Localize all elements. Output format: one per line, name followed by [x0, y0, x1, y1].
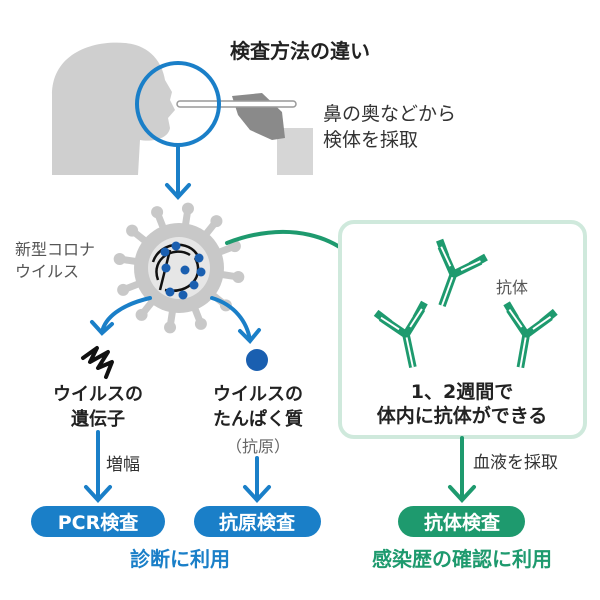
protein-dot-icon [246, 349, 268, 371]
virus-label-1: 新型コロナ [15, 240, 95, 259]
antibody-test-label: 抗体検査 [424, 511, 501, 534]
antibody-box-text-2: 体内に抗体ができる [377, 404, 548, 427]
sampling-text-2: 検体を採取 [323, 129, 418, 151]
arrow-to-protein-icon [210, 296, 261, 344]
coronavirus-icon [113, 202, 245, 334]
arrow-down-icon [165, 144, 191, 200]
gene-squiggle-icon [81, 346, 114, 379]
diagnosis-usage: 診断に利用 [130, 547, 230, 571]
arrow-down-pcr-icon [84, 430, 112, 503]
antigen-test-label: 抗原検査 [219, 511, 296, 534]
gene-label-2: 遺伝子 [71, 408, 125, 430]
antibody-icon [503, 301, 558, 369]
antibody-label: 抗体 [496, 278, 528, 297]
antibody-test-badge: 抗体検査 [398, 506, 525, 537]
protein-label-1: ウイルスの [213, 384, 303, 405]
virus-label-2: ウイルス [15, 262, 79, 281]
protein-label-2: たんぱく質 [213, 408, 303, 430]
antigen-test-badge: 抗原検査 [194, 506, 321, 537]
sampling-text-1: 鼻の奥などから [323, 103, 456, 125]
antibody-icon [436, 238, 488, 308]
arrow-down-antibody-icon [448, 436, 476, 503]
amplify-label: 増幅 [106, 455, 140, 475]
arrow-down-antigen-icon [243, 456, 271, 503]
antibody-box-text-1: 1、2週間で [411, 381, 513, 403]
antibody-icon [373, 300, 428, 368]
hand-icon [232, 93, 285, 140]
history-usage: 感染歴の確認に利用 [372, 547, 552, 571]
gene-label-1: ウイルスの [53, 384, 143, 405]
pcr-test-label: PCR検査 [58, 511, 139, 534]
antigen-note: （抗原） [226, 437, 290, 456]
head-silhouette-icon [52, 42, 175, 175]
pcr-test-badge: PCR検査 [31, 506, 165, 537]
swab-icon [176, 100, 297, 108]
blood-collect-label: 血液を採取 [473, 453, 558, 473]
arrow-to-gene-icon [90, 296, 152, 336]
title: 検査方法の違い [230, 39, 370, 63]
